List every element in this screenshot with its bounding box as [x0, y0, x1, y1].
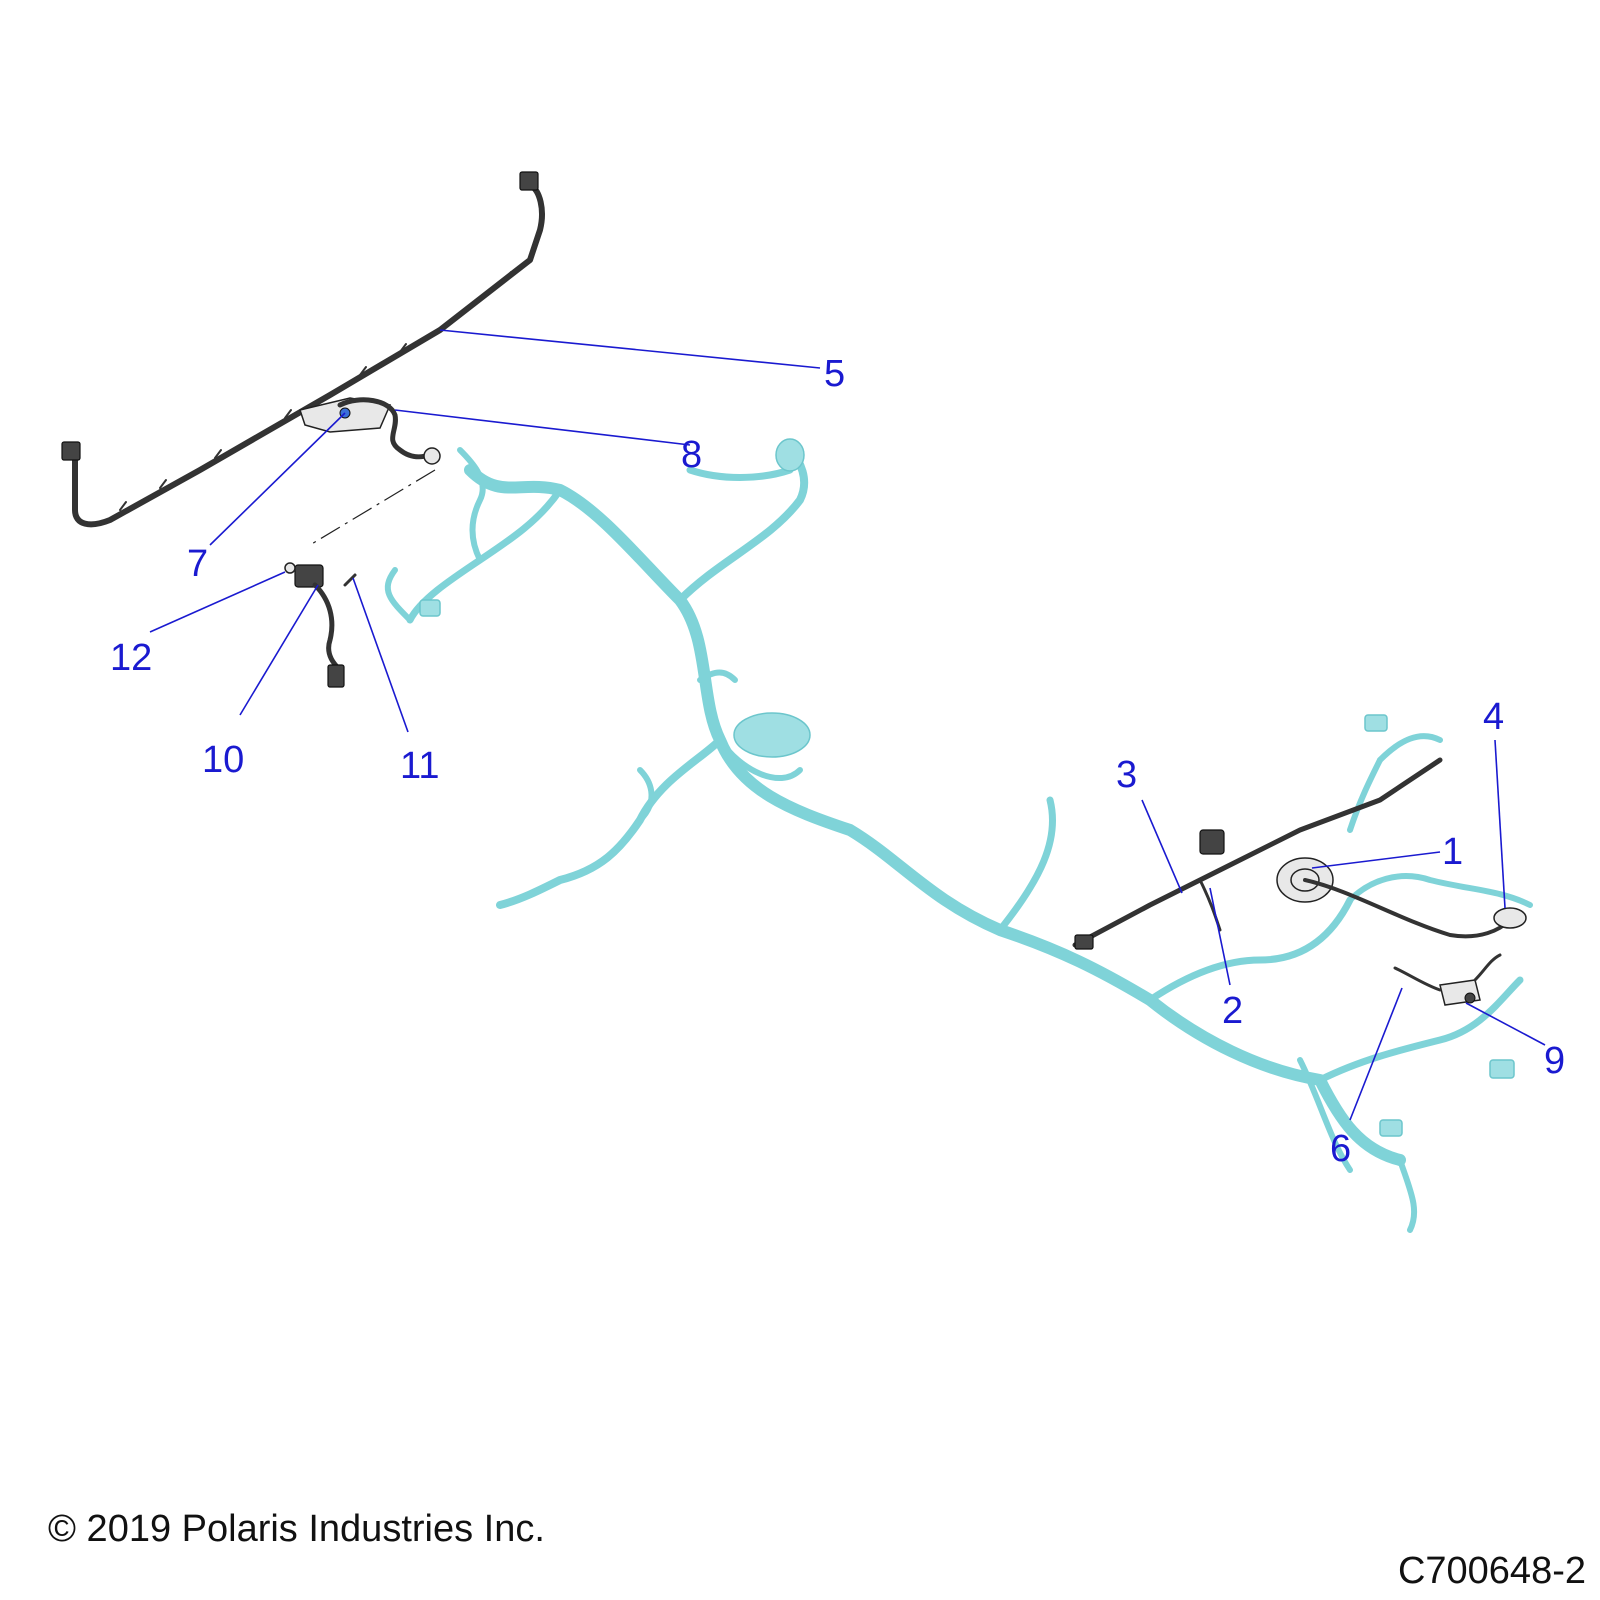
leader-2 [1209, 887, 1231, 986]
callout-1: 1 [1442, 831, 1463, 873]
callout-2: 2 [1222, 990, 1243, 1032]
callout-7: 7 [187, 543, 208, 585]
connector-part-3 [1074, 934, 1094, 950]
leader-7 [209, 412, 346, 546]
leader-lines [149, 329, 1546, 1121]
lead-part-6 [1393, 966, 1442, 992]
callout-8: 8 [681, 434, 702, 476]
cable-part-4 [1303, 878, 1512, 939]
sensor-housing [294, 564, 324, 588]
callout-10: 10 [202, 739, 244, 781]
branch-connector [423, 447, 441, 465]
harness-connector-left [419, 599, 441, 617]
leader-3 [1141, 799, 1183, 894]
roof-harness-part-5 [61, 171, 545, 528]
callout-4: 4 [1483, 696, 1504, 738]
sensor-connector [327, 664, 345, 688]
relay-block [1199, 829, 1225, 855]
harness-connector-upper-right [1364, 714, 1388, 732]
leader-5 [439, 329, 821, 369]
copyright-notice: © 2019 Polaris Industries Inc. [48, 1508, 545, 1550]
callout-11: 11 [400, 745, 439, 787]
screw-part-11 [343, 573, 357, 587]
harness-connector-top [775, 438, 805, 472]
cable-end-part-4 [1493, 907, 1527, 929]
leader-11 [352, 577, 409, 733]
nut-part-12 [284, 562, 296, 574]
roof-connector-right [519, 171, 539, 191]
callout-5: 5 [824, 353, 845, 395]
roof-connector-left [61, 441, 81, 461]
callout-6: 6 [1330, 1128, 1351, 1170]
leader-9 [1465, 1002, 1546, 1046]
callout-9: 9 [1544, 1040, 1565, 1082]
sensor-assembly-part-10 [294, 564, 345, 688]
diagram-code: C700648-2 [1397, 1550, 1586, 1592]
bracket-assembly-part-7-8 [299, 397, 441, 465]
module-part-9 [1439, 979, 1481, 1006]
callout-3: 3 [1116, 754, 1137, 796]
callout-numbers: 1 2 3 4 5 6 7 8 9 10 11 12 [110, 353, 1565, 1170]
leader-6 [1349, 987, 1403, 1121]
main-harness [384, 438, 1533, 1233]
leader-8 [394, 409, 691, 446]
harness-junction-block [733, 712, 811, 758]
harness-connector-right [1489, 1059, 1515, 1079]
leader-12 [149, 571, 286, 633]
harness-connector-lower [1379, 1119, 1403, 1137]
install-centerline [309, 469, 436, 546]
leader-10 [239, 584, 319, 716]
callout-12: 12 [110, 637, 152, 679]
leader-4 [1494, 739, 1506, 909]
leader-1 [1311, 851, 1441, 869]
lower-assemblies [1072, 757, 1527, 1006]
